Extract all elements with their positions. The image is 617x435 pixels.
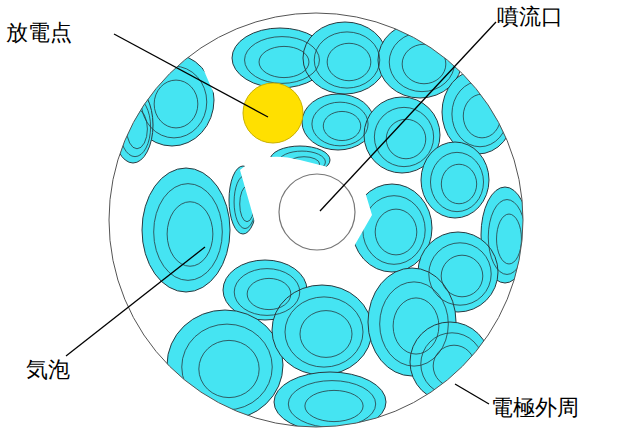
bubble	[272, 285, 372, 375]
bubble-contour	[389, 32, 455, 91]
leader-line	[455, 384, 489, 404]
bubble-contour	[259, 46, 309, 77]
bubble-contour	[429, 243, 491, 305]
bubble-contour	[119, 97, 150, 156]
bubble	[167, 310, 283, 420]
discharge-point	[243, 83, 303, 143]
bubble-contour	[497, 214, 522, 264]
electrode-outer-rim	[109, 13, 523, 427]
bubble	[274, 372, 386, 432]
bubble-contour	[375, 209, 417, 255]
bubble-contour	[300, 311, 352, 358]
bubble-contour	[234, 269, 300, 316]
bubble	[113, 87, 153, 163]
part-label: 気泡	[26, 357, 70, 382]
bubble-contour	[402, 44, 446, 84]
bubble	[142, 168, 230, 292]
bubble-contour	[430, 152, 483, 211]
bubble-contour	[245, 37, 320, 84]
bubble-contour	[154, 80, 198, 128]
bubble	[303, 22, 387, 94]
bubble-contour	[285, 297, 363, 367]
bubble-contour	[441, 164, 476, 204]
bubble-contour	[288, 381, 375, 428]
bubble-contour	[247, 278, 291, 309]
bubble-contour	[452, 81, 508, 147]
bubble-contour	[393, 298, 439, 354]
bubble	[421, 142, 489, 218]
bubble-contour	[441, 255, 483, 297]
bubble-contour	[363, 196, 425, 265]
part-label: 噴流口	[497, 4, 563, 29]
bubble-contour	[167, 202, 213, 266]
bubble	[442, 70, 514, 154]
bubble-contour	[141, 66, 207, 138]
bubble	[410, 322, 490, 402]
bubble-contour	[305, 390, 363, 421]
leader-line	[66, 247, 205, 356]
bubble-contour	[323, 111, 360, 140]
bubble-contour	[421, 333, 483, 395]
bubble-contour	[488, 200, 525, 275]
bubble-contour	[327, 43, 371, 80]
bubble-contour	[312, 102, 368, 146]
leader-line	[320, 22, 496, 211]
part-label: 放電点	[6, 20, 72, 45]
bubble-contour	[386, 119, 426, 159]
bubble	[302, 94, 374, 150]
bubble-contour	[182, 324, 272, 410]
bubble-field	[113, 22, 529, 432]
jet-clearing	[240, 157, 372, 268]
bubble-contour	[199, 340, 259, 397]
leader-line	[114, 34, 268, 117]
bubble-contour	[314, 32, 380, 88]
bubble-contour	[380, 282, 449, 366]
bubble-contour	[374, 107, 433, 166]
bubble-contour	[154, 184, 223, 281]
bubble-contour	[433, 345, 475, 387]
part-label: 電極外周	[491, 395, 579, 420]
